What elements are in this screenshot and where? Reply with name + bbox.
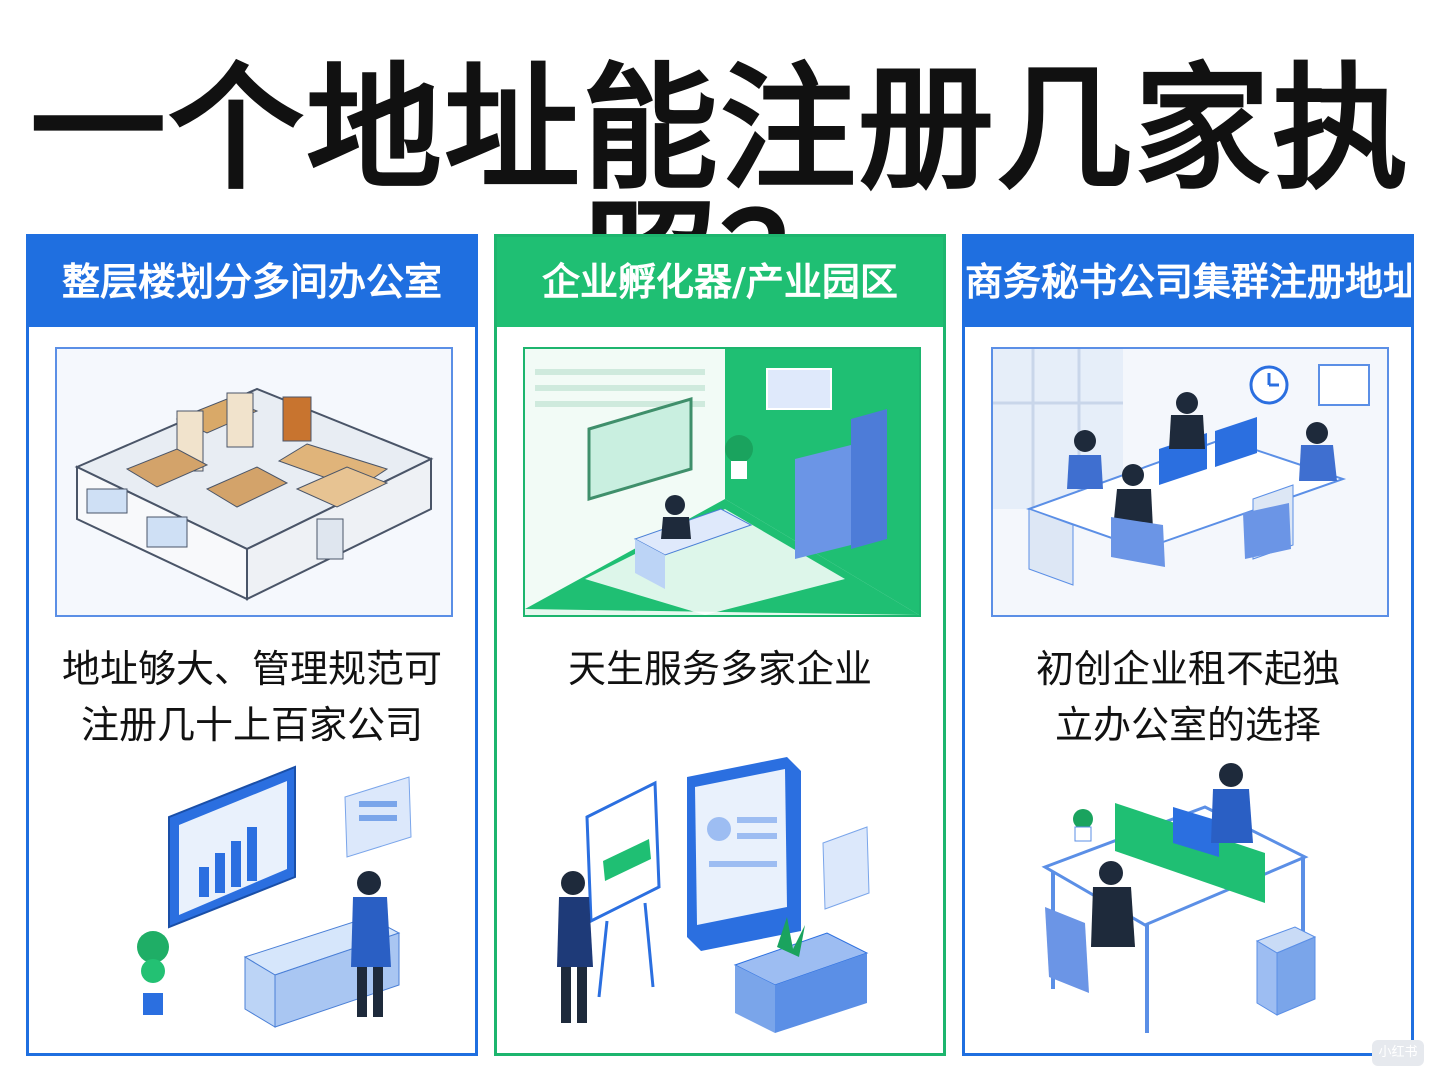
shared-office-illustration — [991, 347, 1389, 617]
option-card-floor-division: 整层楼划分多间办公室 地址够大、管理规范可 注册几十上百家公司 — [26, 234, 478, 1056]
card-description: 地址够大、管理规范可 注册几十上百家公司 — [29, 641, 475, 753]
card-heading: 整层楼划分多间办公室 — [29, 237, 475, 327]
card-description: 天生服务多家企业 — [497, 641, 943, 697]
computer-workstation-illustration — [69, 757, 441, 1037]
description-line: 天生服务多家企业 — [567, 647, 872, 691]
description-line: 注册几十上百家公司 — [80, 703, 423, 747]
card-heading: 商务秘书公司集群注册地址 — [965, 237, 1411, 327]
card-description: 初创企业租不起独 立办公室的选择 — [965, 641, 1411, 753]
incubator-lobby-illustration — [523, 347, 921, 617]
office-floorplan-illustration — [55, 347, 453, 617]
watermark-logo: 小红书 — [1372, 1040, 1424, 1066]
option-card-secretary-cluster: 商务秘书公司集群注册地址 — [962, 234, 1414, 1056]
meeting-desk-illustration — [1005, 757, 1377, 1037]
description-line: 立办公室的选择 — [1054, 703, 1321, 747]
description-line: 地址够大、管理规范可 — [61, 647, 442, 691]
card-heading: 企业孵化器/产业园区 — [497, 237, 943, 327]
option-card-incubator: 企业孵化器/产业园区 — [494, 234, 946, 1056]
description-line: 初创企业租不起独 — [1035, 647, 1340, 691]
presentation-illustration — [537, 757, 909, 1037]
